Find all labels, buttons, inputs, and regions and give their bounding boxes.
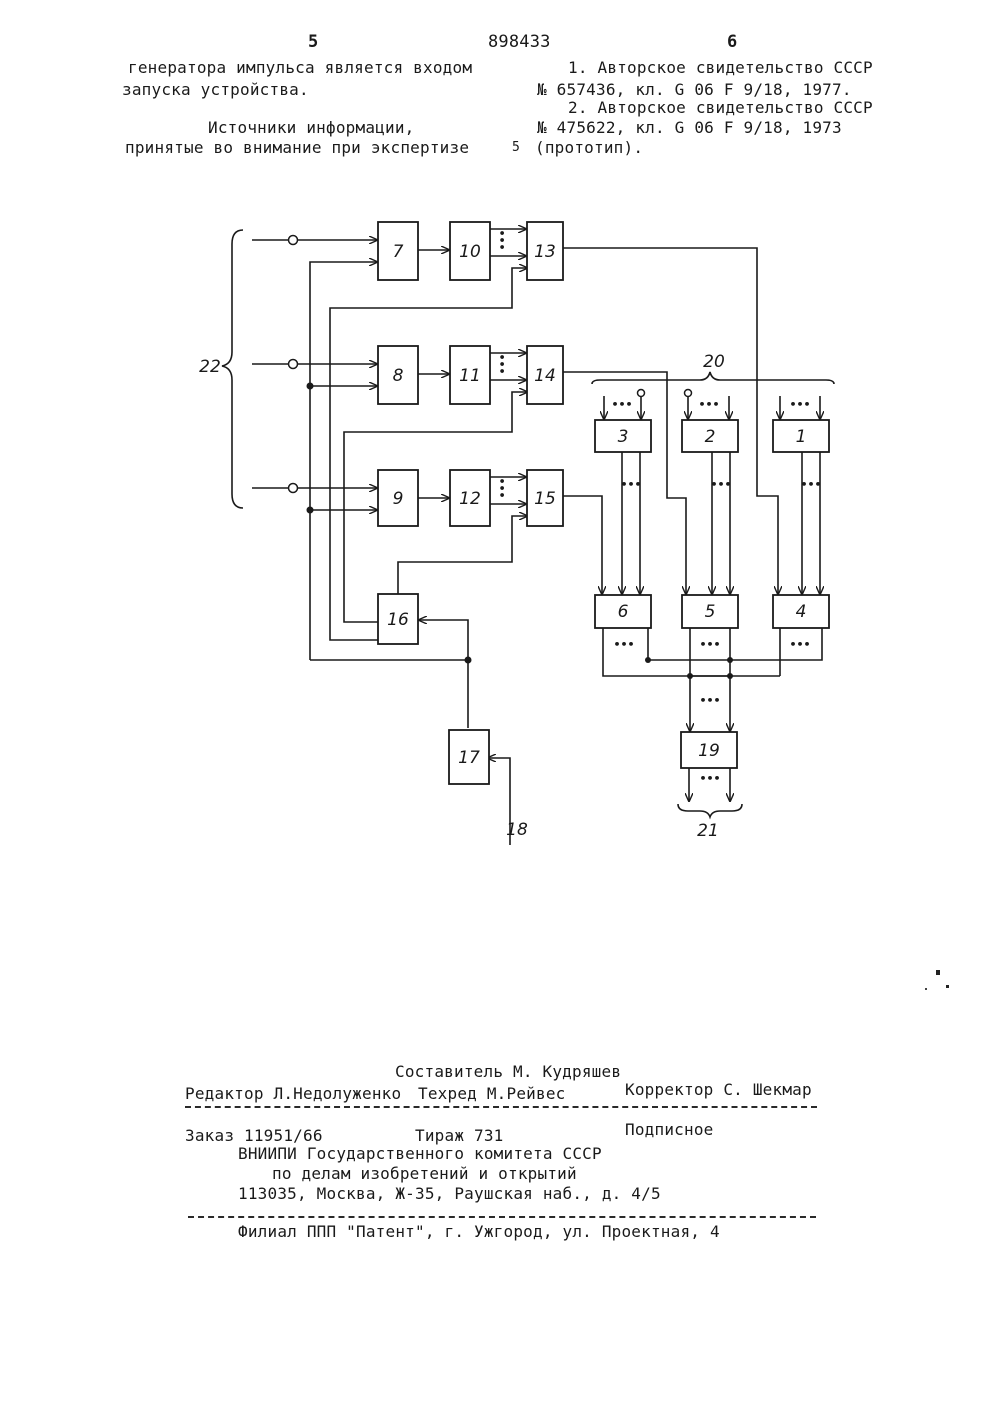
block-label: 4 [796,602,807,622]
bus-ellipsis: ••• [698,398,719,411]
scan-speck [936,970,940,975]
techred-line: Техред М.Рейвес [418,1084,566,1103]
junction-dot [687,673,693,679]
bus-ellipsis: ••• [699,694,720,707]
block-label: 19 [698,741,720,761]
block-label: 17 [458,748,480,768]
order-number: Заказ 11951/66 [185,1126,323,1145]
input-terminal [289,236,298,245]
subscription: Подписное [625,1120,714,1139]
junction-dot [465,657,472,664]
bus-ellipsis: ••• [710,478,731,491]
bus-ellipsis: ••• [620,478,641,491]
block-label: 5 [705,602,716,622]
output-bus-brace [678,804,742,817]
compiler-line: Составитель М. Кудряшев [395,1062,621,1081]
publisher-line: по делам изобретений и открытий [272,1164,577,1183]
memory-group-brace [592,372,834,384]
scan-speck [925,988,927,990]
junction-dot [727,673,733,679]
block-label: 8 [393,366,404,386]
bus-ellipsis: ••• [613,638,634,651]
bus-ellipsis: ••• [495,477,508,498]
start-input-label: 18 [506,820,528,840]
output-bus-label: 21 [697,821,719,841]
bus-ellipsis: ••• [789,638,810,651]
block-label: 15 [534,489,556,509]
divider [185,1106,817,1108]
block-label: 12 [459,489,481,509]
input-terminal [638,390,645,397]
block-label: 7 [393,242,404,262]
input-terminal [289,484,298,493]
bus-ellipsis: ••• [611,398,632,411]
scan-speck [946,985,949,988]
circulation: Тираж 731 [415,1126,504,1145]
publisher-address: 113035, Москва, Ж-35, Раушская наб., д. … [238,1184,661,1203]
bus-ellipsis: ••• [699,772,720,785]
block-diagram: 7 10 13 8 11 14 9 12 15 16 17 3 2 1 6 5 … [0,0,1000,900]
memory-group-label: 20 [703,352,725,372]
divider [188,1216,816,1218]
input-bus-brace [222,230,243,508]
bus-ellipsis: ••• [495,229,508,250]
bus-ellipsis: ••• [800,478,821,491]
block-label: 9 [393,489,404,509]
input-bus-label: 22 [199,357,221,377]
input-terminal [685,390,692,397]
junction-dot [307,383,314,390]
block-label: 6 [618,602,629,622]
bus-ellipsis: ••• [699,638,720,651]
junction-dot [307,507,314,514]
block-label: 13 [534,242,556,262]
junction-dot [727,657,733,663]
block-label: 3 [618,427,629,447]
publisher-line: ВНИИПИ Государственного комитета СССР [238,1144,602,1163]
input-terminal [289,360,298,369]
block-label: 16 [387,610,409,630]
corrector-line: Корректор С. Шекмар [625,1080,812,1099]
block-label: 2 [705,427,716,447]
block-label: 11 [459,366,481,386]
bus-ellipsis: ••• [495,353,508,374]
editor-line: Редактор Л.Недолуженко [185,1084,401,1103]
block-label: 14 [534,366,556,386]
bus-ellipsis: ••• [789,398,810,411]
printing-branch: Филиал ППП "Патент", г. Ужгород, ул. Про… [238,1222,720,1241]
block-label: 10 [459,242,481,262]
junction-dot [645,657,651,663]
block-label: 1 [796,427,807,447]
